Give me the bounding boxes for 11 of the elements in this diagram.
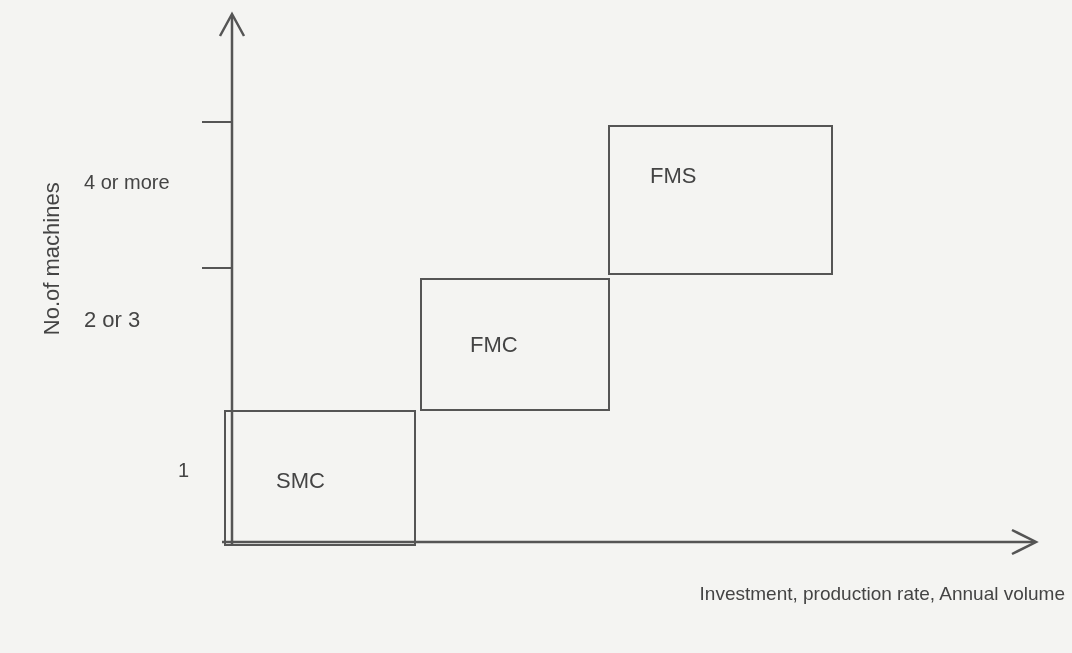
region-box — [608, 125, 833, 275]
tick-label: 4 or more — [84, 170, 171, 195]
axis-title: Investment, production rate, Annual volume — [698, 582, 1065, 606]
axis-title: No.of machines — [38, 181, 66, 338]
region-box — [420, 278, 610, 411]
tick-label: 1 — [178, 458, 191, 483]
region-box — [224, 410, 416, 546]
region-label: SMC — [276, 467, 325, 495]
region-label: FMC — [470, 331, 518, 359]
tick-label: 2 or 3 — [84, 306, 142, 334]
region-label: FMS — [650, 162, 697, 190]
